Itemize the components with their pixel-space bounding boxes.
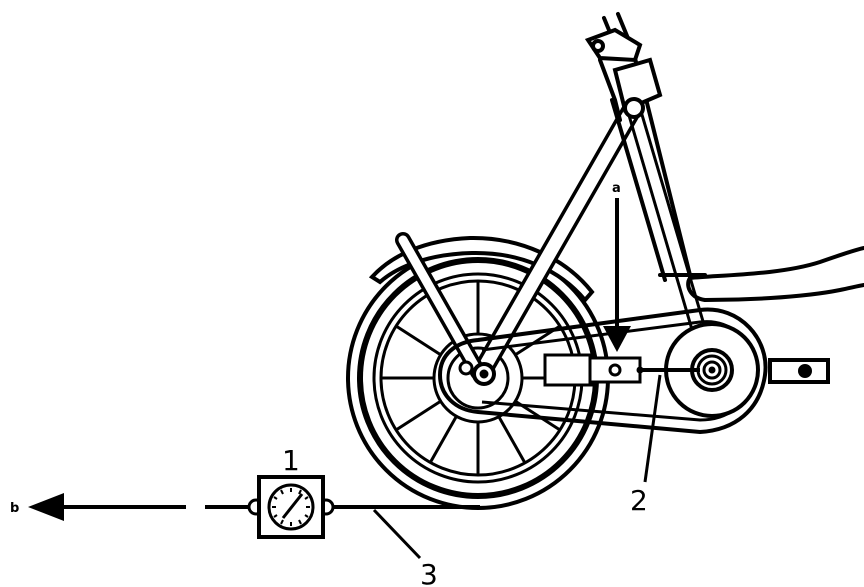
load-point-label: a — [612, 181, 621, 196]
cable-leader — [372, 508, 422, 560]
chain-number-label: 2 — [630, 484, 648, 517]
gauge-number-label: 1 — [282, 444, 300, 477]
arrow-left-icon — [28, 493, 64, 521]
dial-gauge-icon — [247, 475, 335, 539]
chain-clamp — [543, 353, 700, 387]
rear-axle — [458, 360, 496, 386]
crank-arm — [768, 358, 830, 384]
cable-number-label: 3 — [420, 558, 438, 587]
load-arrow — [603, 198, 631, 352]
chain-leader — [643, 374, 662, 483]
chainring — [664, 322, 760, 418]
head-bracket — [584, 27, 663, 119]
mudguard — [368, 235, 595, 304]
pull-direction-label: b — [10, 501, 19, 516]
